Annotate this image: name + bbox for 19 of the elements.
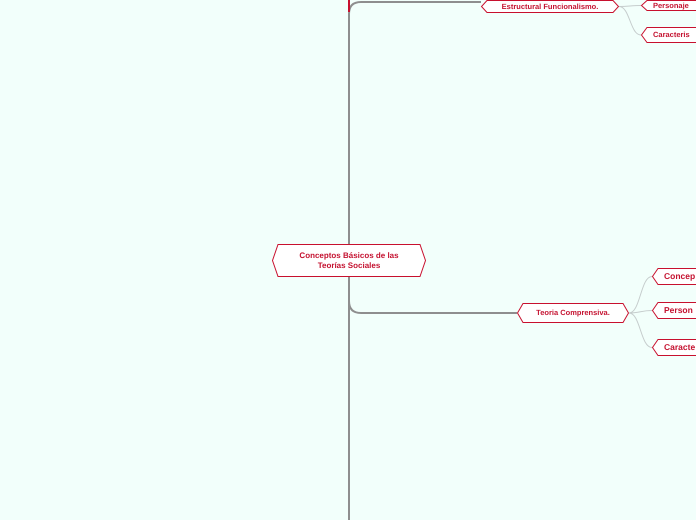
- topic-box: [652, 268, 696, 285]
- connector-line: [618, 5, 642, 7]
- connector-line: [618, 6, 642, 36]
- topic-box: [652, 302, 696, 319]
- connector-line: [628, 310, 652, 314]
- topic-label: Concep: [663, 271, 696, 282]
- connector-line: [628, 312, 652, 348]
- topic-box: [272, 244, 426, 277]
- topic-box: [641, 27, 696, 43]
- topic-box: [481, 0, 619, 13]
- topic-box: [641, 0, 696, 11]
- topic-label: Person: [663, 305, 694, 316]
- topic-label: Conceptos Básicos de las Teorías Sociales: [298, 250, 400, 270]
- connector-line: [628, 276, 652, 314]
- topic-label: Caracte: [663, 342, 696, 353]
- topic-box: [652, 339, 696, 356]
- topic-box: [517, 303, 629, 323]
- connector-line: [348, 1, 481, 244]
- connector-line: [348, 277, 350, 520]
